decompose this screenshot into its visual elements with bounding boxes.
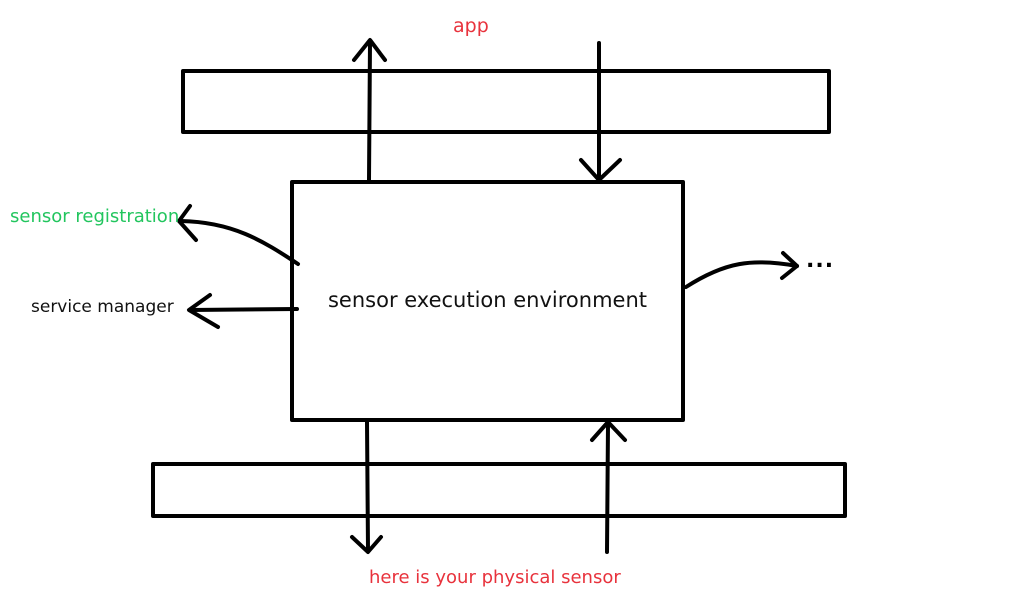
app-label: app <box>453 15 489 37</box>
execution-environment-box <box>290 180 685 422</box>
more-ellipsis: ... <box>806 248 835 273</box>
service-manager-label: service manager <box>31 297 174 317</box>
arrow-up-to-app <box>352 38 387 182</box>
arrow-to-service-manager <box>187 293 299 329</box>
arrow-to-more <box>684 251 799 289</box>
arrow-down-to-sensor <box>350 420 383 554</box>
execution-environment-label: sensor execution environment <box>327 288 648 312</box>
bottom-layer-bar <box>151 462 847 518</box>
top-layer-bar <box>181 69 831 134</box>
physical-sensor-label: here is your physical sensor <box>369 567 621 588</box>
arrow-to-sensor-registration <box>177 204 300 266</box>
arrow-up-from-sensor <box>590 420 627 554</box>
arrow-down-from-app <box>579 41 622 182</box>
sensor-registration-label: sensor registration <box>10 206 180 227</box>
